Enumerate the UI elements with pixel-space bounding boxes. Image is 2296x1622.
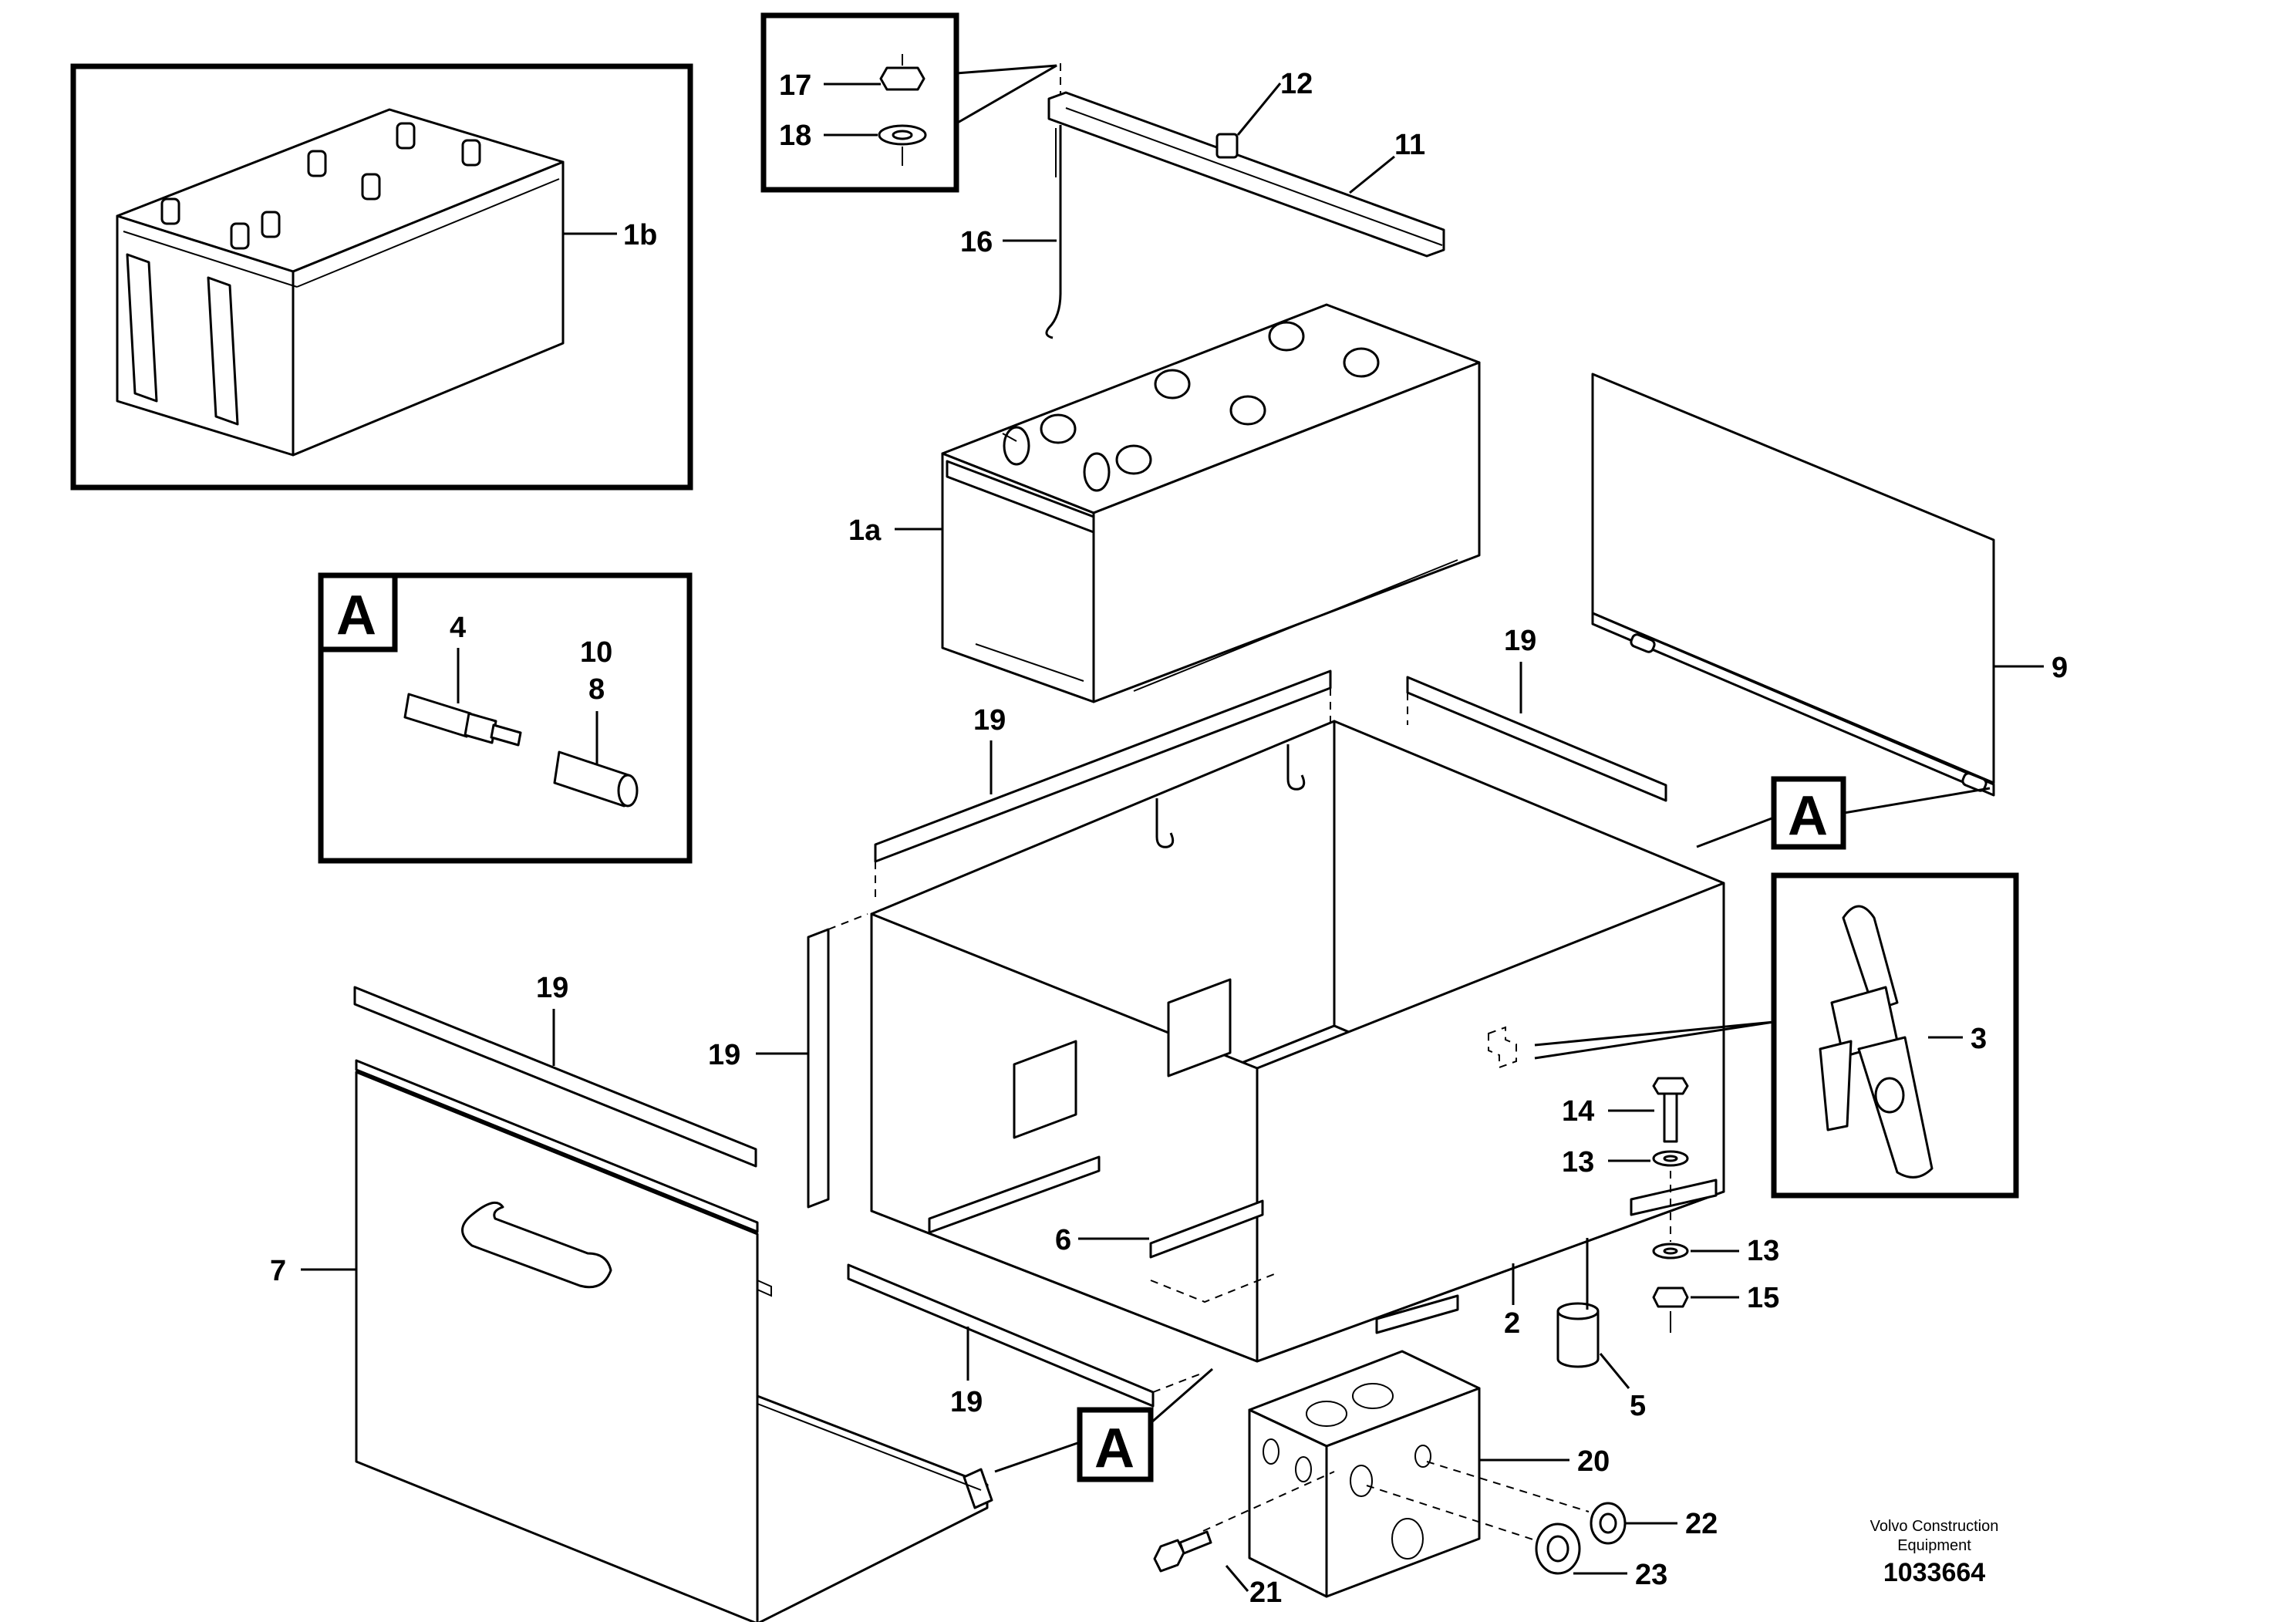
callout-10: 10 <box>580 636 612 669</box>
callout-19-left: 19 <box>708 1039 740 1071</box>
callout-3: 3 <box>1971 1023 1987 1055</box>
washer-18 <box>878 124 927 166</box>
callout-22: 22 <box>1685 1508 1718 1540</box>
callout-11: 11 <box>1394 129 1425 161</box>
callout-16: 16 <box>960 226 993 258</box>
brand-line-1: Volvo Construction <box>1870 1518 1999 1535</box>
callout-6: 6 <box>1055 1224 1071 1256</box>
detail-a-box-right <box>1771 776 1846 850</box>
leader-11 <box>1349 155 1395 194</box>
callout-12: 12 <box>1280 68 1313 100</box>
callout-4: 4 <box>450 612 466 644</box>
callout-18: 18 <box>779 120 811 152</box>
grommet-22 <box>1590 1502 1627 1545</box>
battery-1a-terminals <box>1003 321 1380 492</box>
battery-1b-illustration <box>116 108 565 457</box>
callout-15: 15 <box>1747 1282 1779 1314</box>
callout-19-front: 19 <box>536 972 568 1004</box>
hinge-pin-illustration <box>403 693 639 808</box>
callout-8: 8 <box>588 673 605 706</box>
inset-pointer <box>956 64 1057 125</box>
callout-1b: 1b <box>623 219 657 251</box>
bolt-14 <box>1652 1077 1689 1143</box>
inset-nut-washer: 17 18 <box>760 12 1057 193</box>
bolt-21 <box>1153 1530 1212 1573</box>
box-hooks <box>1155 744 1306 848</box>
detail-a-box-bottom <box>1077 1407 1154 1482</box>
inset-battery-1b: 1b <box>70 63 693 491</box>
latch-illustration <box>1819 905 1934 1179</box>
detail-a-label-right: A <box>1788 785 1828 847</box>
battery-box-2: 6 2 <box>870 720 1725 1363</box>
detail-a-label-inset: A <box>336 585 376 646</box>
inset-detail-a-hinge: A 4 10 8 <box>318 572 693 864</box>
battery-1a: 1a <box>848 303 1481 703</box>
front-cover-7: 7 A <box>270 1059 1213 1622</box>
battery-brackets <box>1013 978 1232 1139</box>
hold-down-assembly: 12 11 16 <box>960 63 1445 339</box>
callout-5: 5 <box>1630 1390 1646 1422</box>
seal-strips-19: 19 19 19 19 19 <box>353 625 1667 1418</box>
nut-15 <box>1652 1286 1689 1333</box>
callout-19-right: 19 <box>1504 625 1536 657</box>
callout-19-bottom: 19 <box>950 1386 983 1418</box>
footer-credits: Volvo Construction Equipment 1033664 <box>1870 1518 1999 1587</box>
grommet-23 <box>1535 1523 1581 1575</box>
lid-9: 9 A <box>1591 373 2068 850</box>
callout-20: 20 <box>1577 1445 1610 1478</box>
fasteners-right: 14 13 13 15 5 <box>1556 1077 1779 1422</box>
callout-7: 7 <box>270 1255 286 1287</box>
callout-23: 23 <box>1635 1559 1667 1591</box>
leader-12 <box>1236 83 1282 136</box>
callout-21: 21 <box>1249 1576 1282 1609</box>
washer-13-lower <box>1652 1243 1689 1259</box>
callout-9: 9 <box>2052 652 2068 684</box>
battery-1b-terminals <box>160 122 481 250</box>
junction-box-20: 20 21 22 23 <box>1153 1350 1718 1609</box>
document-number: 1033664 <box>1883 1558 1985 1587</box>
spacer-5 <box>1556 1302 1600 1368</box>
detail-a-label-bottom: A <box>1094 1418 1135 1479</box>
callout-13-upper: 13 <box>1562 1146 1594 1179</box>
callout-1a: 1a <box>848 514 882 547</box>
callout-13-lower: 13 <box>1747 1235 1779 1267</box>
callout-19-top: 19 <box>973 704 1006 737</box>
callout-17: 17 <box>779 69 811 102</box>
callout-14: 14 <box>1562 1095 1594 1128</box>
latch-detail-3: 3 <box>1534 872 2019 1199</box>
washer-13-upper <box>1652 1150 1689 1167</box>
callout-2: 2 <box>1504 1307 1520 1340</box>
nut-17 <box>879 54 925 91</box>
brand-line-2: Equipment <box>1897 1537 1971 1554</box>
